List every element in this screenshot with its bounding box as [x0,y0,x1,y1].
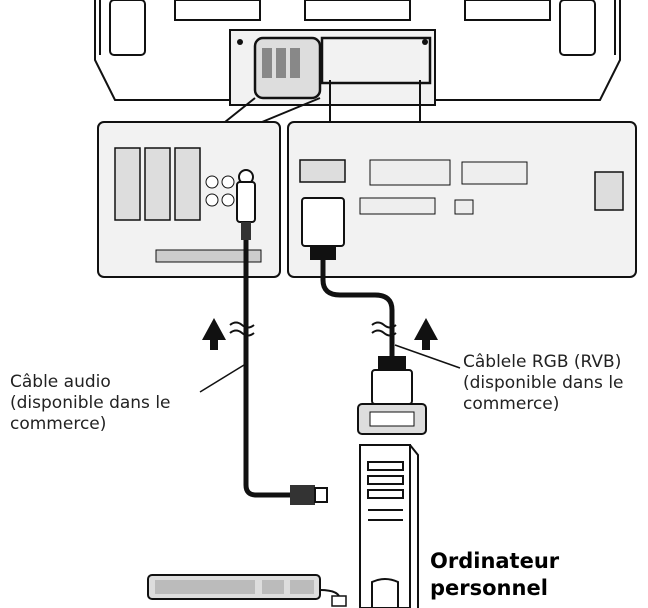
cable-break-marks [229,321,397,337]
audio-cable-label: Câble audio (disponible dans le commerce… [10,372,171,434]
computer-tower [359,444,419,608]
direction-arrows [202,318,438,350]
computer-label: Ordinateur personnel [430,549,560,600]
tv-connector-module [229,29,436,106]
keyboard [147,574,347,607]
right-connector-panel [287,121,637,278]
audio-cable [236,181,328,505]
label-leaders [199,344,461,393]
rgb-cable [301,197,427,435]
rgb-cable-label: Câblele RGB (RVB) (disponible dans le co… [463,352,624,414]
left-connector-panel [97,121,281,278]
callout-lines [224,80,421,123]
